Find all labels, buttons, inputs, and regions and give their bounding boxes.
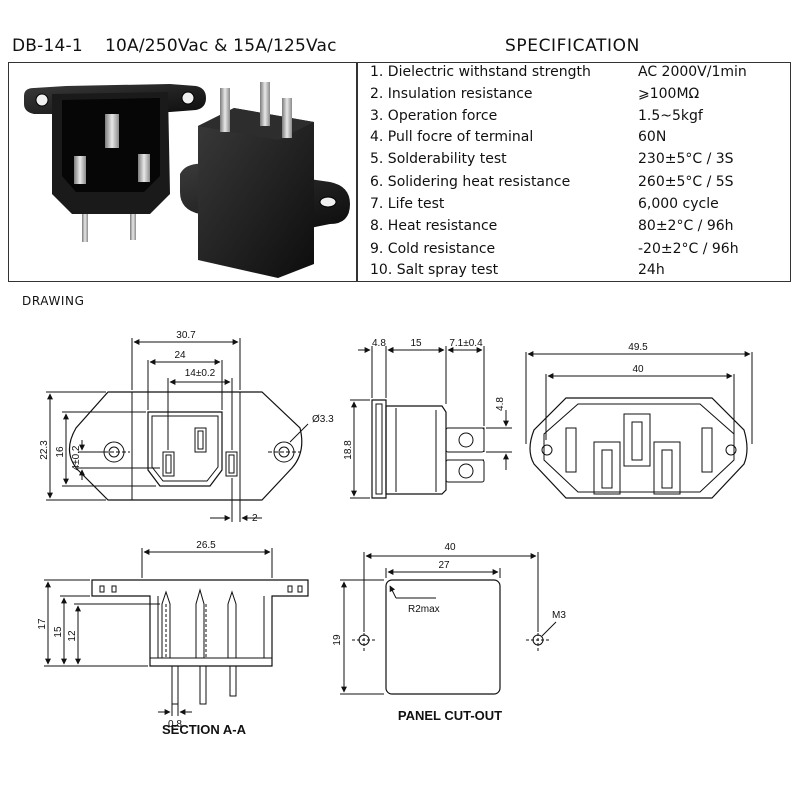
dim-text: 15 xyxy=(53,626,64,638)
spec-label: 8. Heat resistance xyxy=(370,218,498,234)
spec-value: 260±5°C / 5S xyxy=(638,174,734,190)
dim-text: R2max xyxy=(408,604,440,615)
dim-text: 30.7 xyxy=(176,330,196,341)
spec-value: 60N xyxy=(638,129,667,145)
dim-text: 4.8 xyxy=(372,338,386,349)
rating-text: 10A/250Vac & 15A/125Vac xyxy=(105,36,337,56)
socket-rear-photo xyxy=(180,82,350,278)
dim-text: 40 xyxy=(632,364,644,375)
spec-label: 3. Operation force xyxy=(370,108,498,124)
spec-value: 230±5°C / 3S xyxy=(638,151,734,167)
spec-label: 9. Cold resistance xyxy=(370,241,496,257)
dim-text: 2 xyxy=(252,513,258,524)
side-view xyxy=(350,346,512,499)
spec-value: -20±2°C / 96h xyxy=(638,241,739,257)
model-number: DB-14-1 xyxy=(12,36,83,56)
socket-front-photo xyxy=(24,84,206,242)
panel-cutout-view xyxy=(340,552,557,695)
spec-label: 2. Insulation resistance xyxy=(370,86,533,102)
drawing-label: DRAWING xyxy=(22,294,85,308)
spec-table-divider xyxy=(356,62,358,282)
spec-value: 1.5~5kgf xyxy=(638,108,703,124)
dim-text: 49.5 xyxy=(628,342,648,353)
spec-value: ⩾100MΩ xyxy=(638,86,700,102)
dim-text: 19 xyxy=(332,634,343,646)
dim-text: 12 xyxy=(67,630,78,642)
dim-text: 17 xyxy=(37,618,48,630)
dim-text: 14±0.2 xyxy=(185,368,216,379)
spec-label: 7. Life test xyxy=(370,196,445,212)
dimension-labels: 30.7 24 14±0.2 Ø3.3 22.3 16 4±0.2 2 4.8 … xyxy=(37,330,648,737)
spec-value: 80±2°C / 96h xyxy=(638,218,734,234)
cutout-caption: PANEL CUT-OUT xyxy=(398,708,502,723)
dim-text: 16 xyxy=(55,446,66,458)
spec-table-frame xyxy=(8,62,791,282)
section-a-a-view xyxy=(44,548,309,716)
product-photo xyxy=(10,64,355,280)
spec-label: 5. Solderability test xyxy=(370,151,507,167)
specification-title: SPECIFICATION xyxy=(505,36,640,56)
dim-text: 26.5 xyxy=(196,540,216,551)
dim-text: 22.3 xyxy=(39,440,50,460)
front-view xyxy=(46,338,309,522)
spec-label: 1. Dielectric withstand strength xyxy=(370,64,591,80)
section-caption: SECTION A-A xyxy=(162,722,247,737)
dim-text: 27 xyxy=(438,560,450,571)
dim-text: 18.8 xyxy=(343,440,354,460)
dim-text: 4.8 xyxy=(495,397,506,411)
dim-text: 0.8 xyxy=(168,719,182,730)
spec-label: 4. Pull focre of terminal xyxy=(370,129,534,145)
spec-label: 6. Solidering heat resistance xyxy=(370,174,571,190)
dim-text: M3 xyxy=(552,610,566,621)
dim-text: 40 xyxy=(444,542,456,553)
dim-text: Ø3.3 xyxy=(312,414,334,425)
dim-text: 24 xyxy=(174,350,186,361)
dim-text: 4±0.2 xyxy=(71,445,82,470)
spec-label: 10. Salt spray test xyxy=(370,262,499,278)
technical-drawings: 30.7 24 14±0.2 Ø3.3 22.3 16 4±0.2 2 4.8 … xyxy=(37,330,753,737)
spec-value: 6,000 cycle xyxy=(638,196,719,212)
spec-value: 24h xyxy=(638,262,665,278)
back-view xyxy=(525,351,753,499)
spec-value: AC 2000V/1min xyxy=(638,64,747,80)
dim-text: 7.1±0.4 xyxy=(449,338,483,349)
dim-text: 15 xyxy=(410,338,422,349)
